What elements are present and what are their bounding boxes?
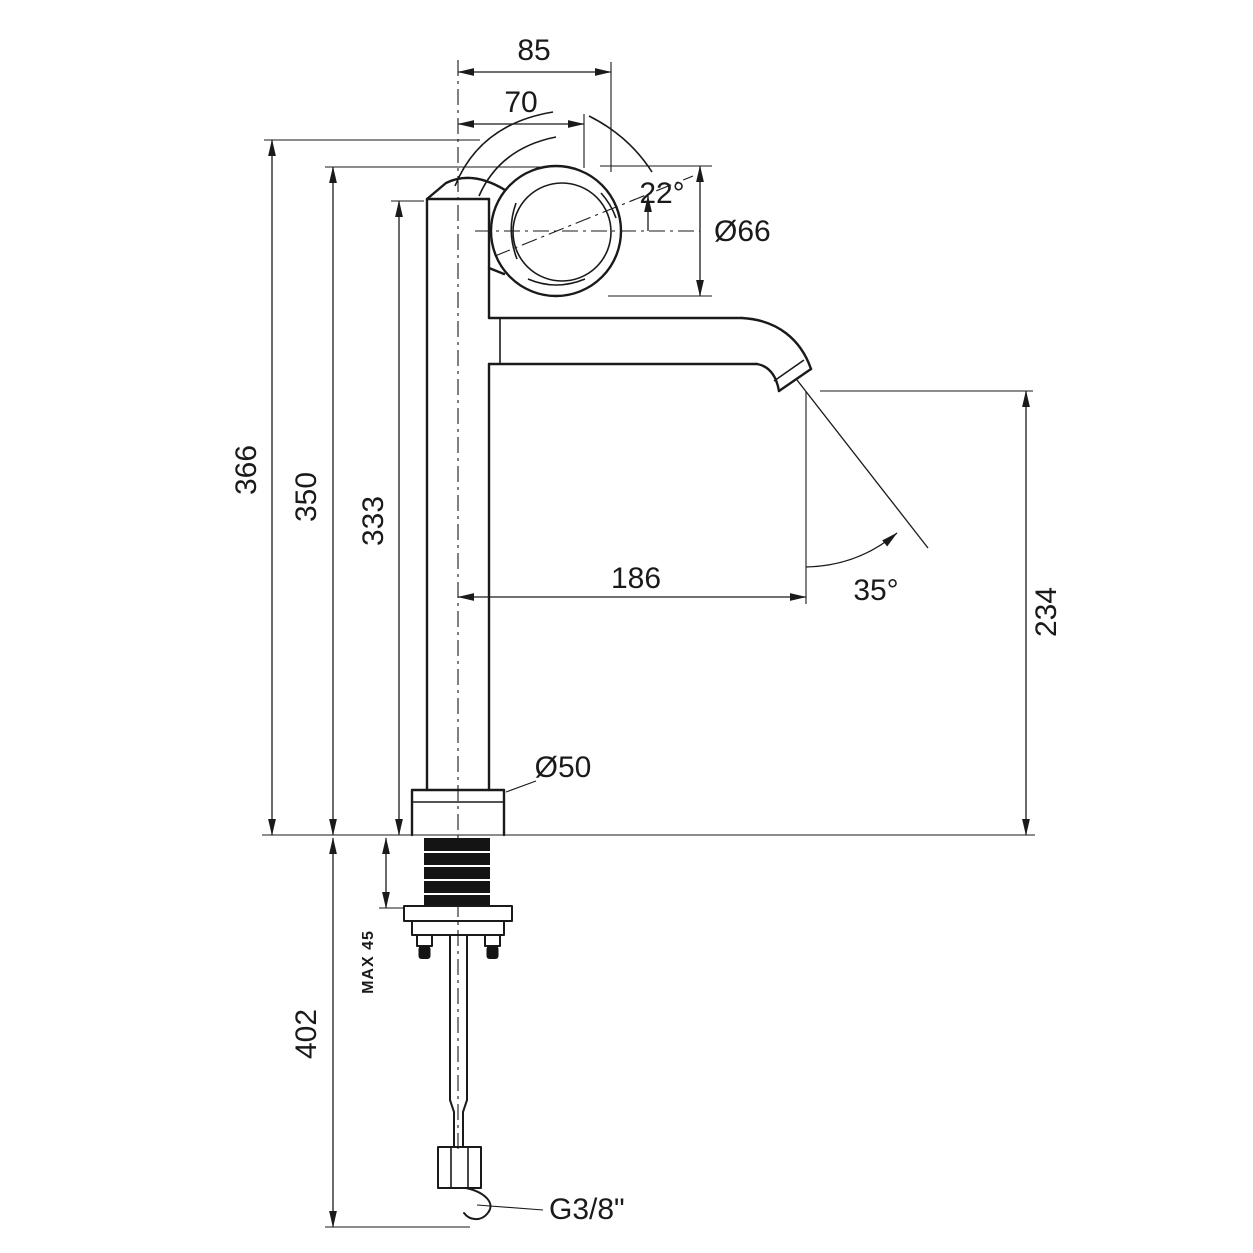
- body-top-cap-edge: [425, 176, 507, 201]
- dim-402: 402: [290, 837, 470, 1228]
- spout-outlet-face: [777, 367, 813, 393]
- knob-swing-arc-outer: [454, 111, 554, 187]
- dim-186: 186: [457, 392, 807, 604]
- dim-angle-22: 22°: [475, 175, 700, 257]
- dim-70-label: 70: [504, 86, 537, 119]
- base-flange: [410, 788, 506, 837]
- stud-left-body: [416, 934, 433, 947]
- dim-angle-35: 35°: [796, 379, 929, 607]
- dim-350-label: 350: [290, 472, 323, 522]
- stud-right-tip: [486, 946, 499, 959]
- dim-333: 333: [357, 200, 424, 836]
- connector-nut-facets: [450, 1147, 469, 1188]
- dia-66-label: Ø66: [714, 215, 771, 248]
- dia-50-label: Ø50: [535, 751, 592, 784]
- gasket-stripes: [424, 851, 490, 895]
- spout-bend-inner: [755, 362, 781, 393]
- flange-outline: [410, 788, 506, 837]
- stud-left-tip: [418, 946, 431, 959]
- dim-85-label: 85: [517, 34, 550, 67]
- stream-direction-line: [796, 379, 929, 549]
- stud-right-body: [484, 934, 501, 947]
- knob-swing-arc-right: [588, 115, 653, 173]
- angle-22-label: 22°: [639, 177, 684, 210]
- dim-dia-50: Ø50: [505, 751, 592, 793]
- dim-234-label: 234: [1030, 587, 1063, 637]
- body-knob-joint-edge: [487, 266, 506, 276]
- mounting-bracket-lower: [411, 920, 505, 936]
- max-45-label: MAX 45: [360, 930, 377, 994]
- dim-85: 85: [457, 34, 612, 172]
- knob-inner-ring: [512, 182, 612, 282]
- dia-50-leader: [505, 780, 537, 793]
- dim-dia-66: Ø66: [600, 165, 771, 297]
- angle-35-arc: [805, 532, 898, 568]
- gasket-block: [424, 838, 490, 906]
- hose-tail: [463, 1187, 492, 1221]
- knob-tilted-axis: [494, 175, 694, 257]
- dim-366-label: 366: [230, 445, 263, 495]
- mounting-hardware: [403, 838, 513, 959]
- connector-nut: [437, 1146, 482, 1189]
- thread-g38-label: G3/8": [549, 1193, 625, 1226]
- thread-leader: [476, 1204, 544, 1211]
- knob-swing-arc-inner: [478, 136, 557, 197]
- supply-pipe: [437, 934, 492, 1221]
- dim-max-45: MAX 45: [360, 837, 403, 994]
- dim-70: 70: [457, 86, 585, 168]
- supply-pipe-sides: [449, 934, 468, 1101]
- dim-402-label: 402: [290, 1009, 323, 1059]
- dim-thread: G3/8": [476, 1193, 625, 1226]
- angle-35-label: 35°: [853, 574, 898, 607]
- dim-234: 234: [820, 390, 1063, 836]
- knob-shading-arc-bottom: [527, 278, 586, 286]
- dim-366: 366: [230, 139, 480, 836]
- pipe-taper: [449, 1099, 468, 1148]
- dim-333-label: 333: [357, 496, 390, 546]
- spout: [487, 316, 813, 393]
- faucet-body: [425, 176, 507, 792]
- spout-aerator-line: [773, 359, 805, 382]
- dim-350: 350: [290, 166, 548, 836]
- knob-shading-arc-right: [600, 192, 617, 219]
- spout-bend-outer: [740, 316, 813, 371]
- dim-186-label: 186: [611, 562, 661, 595]
